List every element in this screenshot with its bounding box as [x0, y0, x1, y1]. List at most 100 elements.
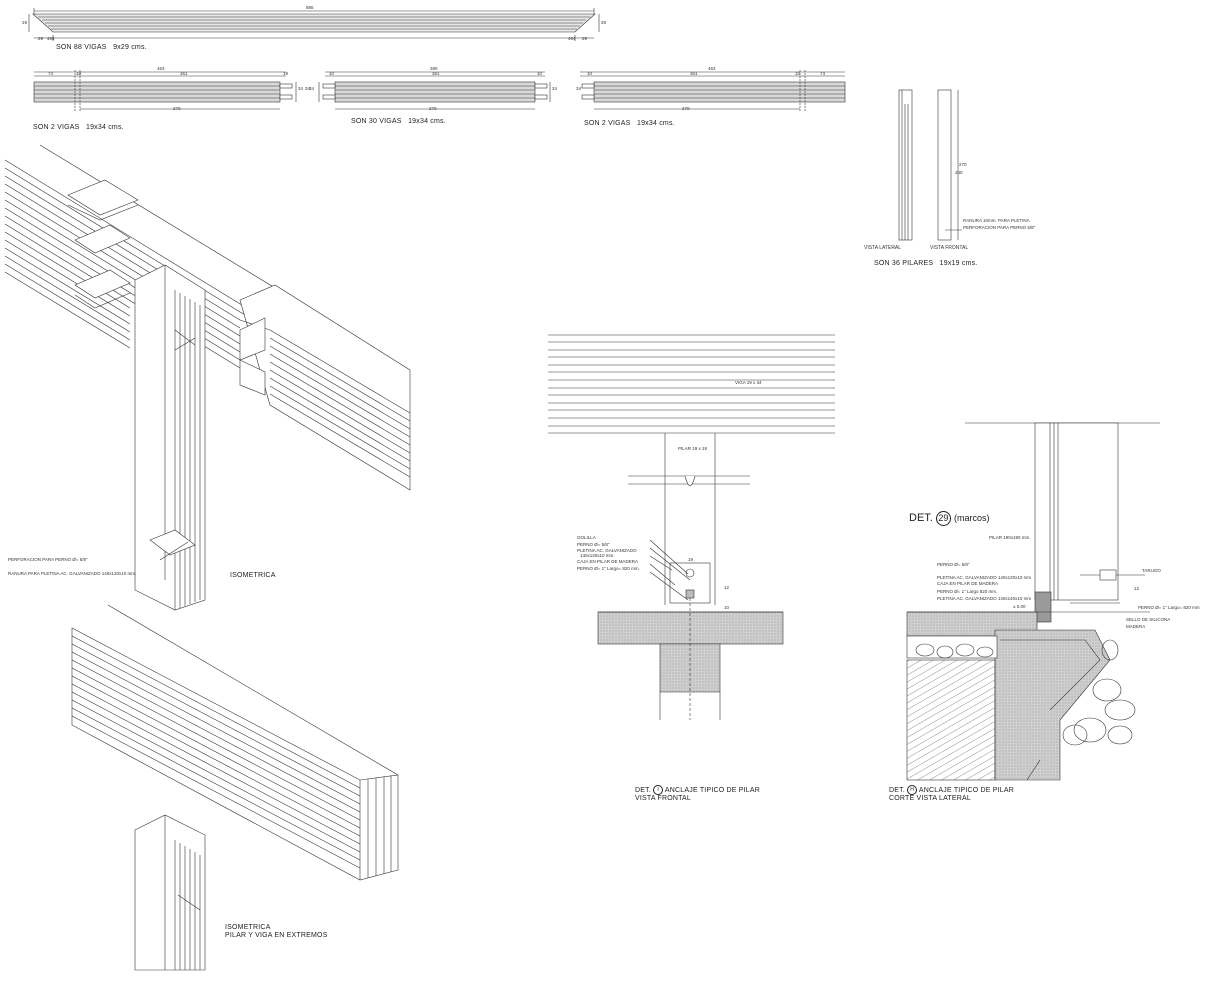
iso1-title: ISOMETRICA [230, 572, 276, 579]
beam-top-dim-right-b: 29 [582, 36, 588, 41]
detail-h-note-5: PLETINA AC. GALVANIZADO 140x140x10 mm [937, 596, 1032, 601]
beam-top-dim-height-left: 29 [22, 20, 28, 25]
beam-row2a-size: 19x34 cms. [86, 124, 124, 131]
pillar-views [898, 89, 962, 241]
iso2-title-line2: PILAR Y VIGA EN EXTREMOS [225, 932, 328, 939]
detail-29-title: DET. 29 (marcos) [909, 511, 989, 526]
detail-29-suffix: (marcos) [953, 513, 990, 523]
beam-row2a-dim-seg1: 74 [48, 71, 54, 76]
beam-row2-a [33, 70, 297, 112]
detail-h-note-9: MADERA [1126, 624, 1146, 629]
beam-top-count: SON 88 VIGAS [56, 44, 107, 51]
detail-29-prefix: DET. [909, 512, 933, 524]
detail-29-number: 29 [935, 511, 951, 526]
beam-row2b-dim-seg2: 361 [432, 71, 440, 76]
detail-i-dim-1: 19 [688, 557, 694, 562]
detail-h-drawing [906, 422, 1160, 781]
beam-row2a-dim-seg2: 10 [76, 71, 82, 76]
detail-i-prefix: DET. [635, 786, 651, 794]
beam-row2b-dim-h1: 34 [309, 86, 315, 91]
beam-row2b-size: 19x34 cms. [408, 118, 446, 125]
detail-i-note-5: CAJA EN PILAR DE MADERA [577, 559, 639, 564]
beam-top-dim-height-right: 29 [601, 20, 607, 25]
detail-i-title: DET. I ANCLAJE TIPICO DE PILAR [635, 785, 760, 795]
beam-row2b-dim-bottom: 270 [429, 106, 437, 111]
beam-row2c-size: 19x34 cms. [637, 120, 675, 127]
isometric-1 [4, 144, 411, 611]
detail-h-note-8: SELLO DE SILICONA [1126, 617, 1171, 622]
detail-i-ref: I [653, 785, 664, 795]
pillar-dim-total: 270 [959, 162, 967, 167]
detail-i-note-6: PERNO Ø= 1" Largo= 820 mm. [577, 566, 640, 571]
detail-h-note-1: PERNO Ø= 5/8" [937, 562, 970, 567]
pillar-size: 19x19 cms. [939, 260, 978, 267]
beam-row2-b [318, 71, 551, 110]
beam-row2c-dim-bottom: 270 [682, 106, 690, 111]
pillar-front-view-label: VISTA FRONTAL [930, 245, 969, 251]
pillar-side-view-label: VISTA LATERAL [864, 245, 902, 251]
beam-top-dim-overall: 885 [306, 5, 314, 10]
detail-h-ref: H [907, 785, 918, 795]
beam-top-label: SON 88 VIGAS 9x29 cms. [56, 44, 147, 51]
detail-i-tag-beam: VIGA 19 x 34 [735, 380, 762, 385]
beam-row2-c [580, 70, 846, 112]
detail-i-dim-2: 12 [724, 585, 730, 590]
beam-top-dim-left-b: 464 [47, 36, 55, 41]
beam-row2c-dim-seg2: 361 [690, 71, 698, 76]
beam-row2a-count: SON 2 VIGAS [33, 124, 80, 131]
beam-row2b-dim-seg1: 10 [329, 71, 335, 76]
beam-top-dim-left-a: 29 [38, 36, 44, 41]
beam-row2a-dim-seg4: 19 [283, 71, 289, 76]
beam-row2b-count: SON 30 VIGAS [351, 118, 402, 125]
iso1-note-1: PERFORACION PARA PERNO Ø= 5/8" [8, 557, 88, 562]
beam-row2a-dim-top: 463 [157, 66, 165, 71]
detail-i-tag-pillar: PILAR 19 x 19 [678, 446, 708, 451]
detail-i-note-3: PLETINA AC. GALVANIZADO [577, 548, 637, 553]
beam-row2b-label: SON 30 VIGAS 19x34 cms. [351, 118, 446, 125]
pillar-schedule-label: SON 36 PILARES 19x19 cms. [874, 260, 977, 267]
beam-row2a-dim-h1: 34 [298, 86, 304, 91]
beam-row2a-dim-h2: 34 [305, 86, 311, 91]
beam-row2c-count: SON 2 VIGAS [584, 120, 631, 127]
stone-fill-right [1062, 639, 1136, 746]
beam-row2c-dim-h1: 34 [576, 86, 582, 91]
beam-row2c-dim-top: 463 [708, 66, 716, 71]
pillar-count: SON 36 PILARES [874, 260, 934, 267]
beam-row2c-dim-seg1: 10 [587, 71, 593, 76]
detail-h-note-7: PERNO Ø= 1" Largo= 820 mm [1138, 605, 1200, 610]
detail-h-note-2: PLETINA AC. GALVANIZADO 140x120x10 mm [937, 575, 1032, 580]
iso2-title-line1: ISOMETRICA [225, 924, 271, 931]
beam-row2b-dim-top: 380 [430, 66, 438, 71]
detail-h-title-text: ANCLAJE TIPICO DE PILAR [918, 786, 1015, 794]
beam-top-elevation [28, 8, 600, 41]
beam-row2a-dim-bottom: 270 [173, 106, 181, 111]
beam-row2b-dim-seg3: 10 [537, 71, 543, 76]
iso1-note-2: RANURA PARA PLETINA AC. GALVANIZADO 140x… [8, 571, 137, 576]
beam-row2b-dim-h2: 34 [552, 86, 558, 91]
beam-row2c-dim-seg3: 10 [795, 71, 801, 76]
beam-row2c-dim-seg4: 74 [820, 71, 826, 76]
beam-top-dim-right-a: 464 [568, 36, 576, 41]
detail-h-dim-1: 12 [1134, 586, 1140, 591]
detail-i-drawing [548, 334, 835, 720]
pillar-dim-part: 240 [955, 170, 963, 175]
detail-i-note-1: GOLILLA [577, 535, 596, 540]
beam-row2a-dim-seg3: 361 [180, 71, 188, 76]
pillar-note-2: PERFORACION PARA PERNO 5/8" [963, 225, 1036, 230]
detail-h-prefix: DET. [889, 786, 905, 794]
detail-i-subtitle: VISTA FRONTAL [635, 795, 692, 802]
detail-h-level: ± 0.00 [1013, 604, 1026, 609]
detail-i-dim-3: 10 [724, 605, 730, 610]
stone-fill-left [915, 643, 994, 659]
beam-row2a-label: SON 2 VIGAS 19x34 cms. [33, 124, 124, 131]
detail-i-note-2: PERNO Ø= 5/8" [577, 542, 610, 547]
detail-h-title: DET. H ANCLAJE TIPICO DE PILAR [889, 785, 1014, 795]
detail-h-subtitle: CORTE VISTA LATERAL [889, 795, 971, 802]
beam-top-size: 9x29 cms. [113, 44, 147, 51]
beam-row2c-label: SON 2 VIGAS 19x34 cms. [584, 120, 675, 127]
detail-i-title-text: ANCLAJE TIPICO DE PILAR [664, 786, 761, 794]
isometric-2 [71, 604, 399, 971]
detail-h-tag-pillar: PILAR 190x190 mm. [989, 535, 1031, 540]
